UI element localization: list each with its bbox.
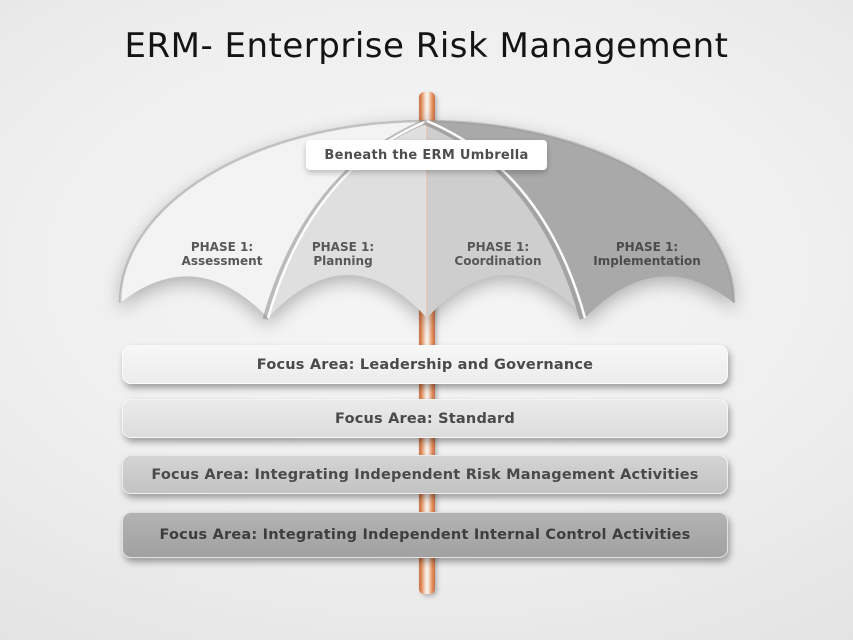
phase-label-assessment: PHASE 1: Assessment — [142, 240, 302, 268]
umbrella-rib-shadow-icon — [423, 119, 585, 320]
focus-area-label: Focus Area: Standard — [335, 410, 515, 427]
umbrella-canopy-icon — [118, 119, 736, 320]
phase-title: PHASE 1: — [466, 240, 530, 254]
focus-area-bar-1: Focus Area: Leadership and Governance — [122, 345, 728, 384]
umbrella-label: Beneath the ERM Umbrella — [306, 140, 547, 170]
phase-title: PHASE 1: — [615, 240, 679, 254]
umbrella-label-text: Beneath the ERM Umbrella — [324, 147, 529, 163]
focus-area-bar-2: Focus Area: Standard — [122, 399, 728, 438]
phase-name: Assessment — [181, 254, 263, 268]
focus-area-label: Focus Area: Integrating Independent Inte… — [159, 527, 691, 543]
phase-name: Implementation — [593, 254, 701, 268]
focus-area-bar-3: Focus Area: Integrating Independent Risk… — [122, 455, 728, 494]
umbrella-panel-planning — [268, 121, 427, 318]
phase-label-planning: PHASE 1: Planning — [263, 240, 423, 268]
focus-area-bar-4: Focus Area: Integrating Independent Inte… — [122, 512, 728, 558]
phase-title: PHASE 1: — [190, 240, 254, 254]
phase-name: Planning — [313, 254, 373, 268]
umbrella-rib-icon — [426, 119, 587, 319]
phase-label-implementation: PHASE 1: Implementation — [567, 240, 727, 268]
umbrella-rib-icon — [266, 119, 428, 319]
phase-name: Coordination — [454, 254, 542, 268]
page-title: ERM- Enterprise Risk Management — [124, 26, 729, 66]
phase-label-coordination: PHASE 1: Coordination — [418, 240, 578, 268]
umbrella-panel-coordination — [427, 121, 585, 318]
focus-area-label: Focus Area: Leadership and Governance — [256, 356, 594, 373]
focus-area-label: Focus Area: Integrating Independent Risk… — [151, 466, 699, 483]
phase-title: PHASE 1: — [311, 240, 375, 254]
